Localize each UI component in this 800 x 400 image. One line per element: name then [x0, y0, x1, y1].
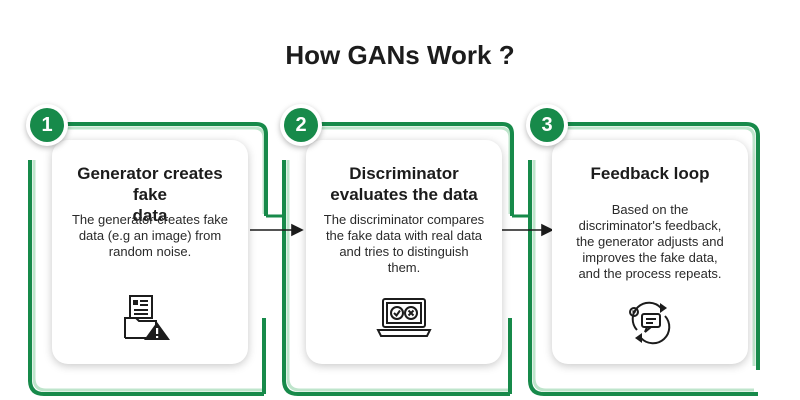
step-1-number-badge: 1: [26, 104, 68, 146]
step-3-number-badge: 3: [526, 104, 568, 146]
step-card-3: Feedback loop Based on the discriminator…: [552, 140, 748, 364]
step-2-number-badge: 2: [280, 104, 322, 146]
step-2-description: The discriminator compares the fake data…: [323, 212, 485, 275]
laptop-check-cross-icon: [376, 298, 432, 337]
step-1-title: Generator creates fake data: [77, 164, 223, 225]
step-card-1: Generator creates fake data The generato…: [52, 140, 248, 364]
step-card-2: Discriminator evaluates the data The dis…: [306, 140, 502, 364]
step-3-title: Feedback loop: [590, 164, 710, 183]
step-1-description: The generator creates fake data (e.g an …: [71, 212, 229, 259]
step-3-description: Based on the discriminator's feedback, t…: [576, 202, 724, 281]
feedback-loop-icon: [629, 301, 671, 345]
step-2-title: Discriminator evaluates the data: [330, 164, 478, 204]
document-folder-warning-icon: [124, 295, 170, 340]
page-title: How GANs Work ?: [285, 40, 515, 70]
